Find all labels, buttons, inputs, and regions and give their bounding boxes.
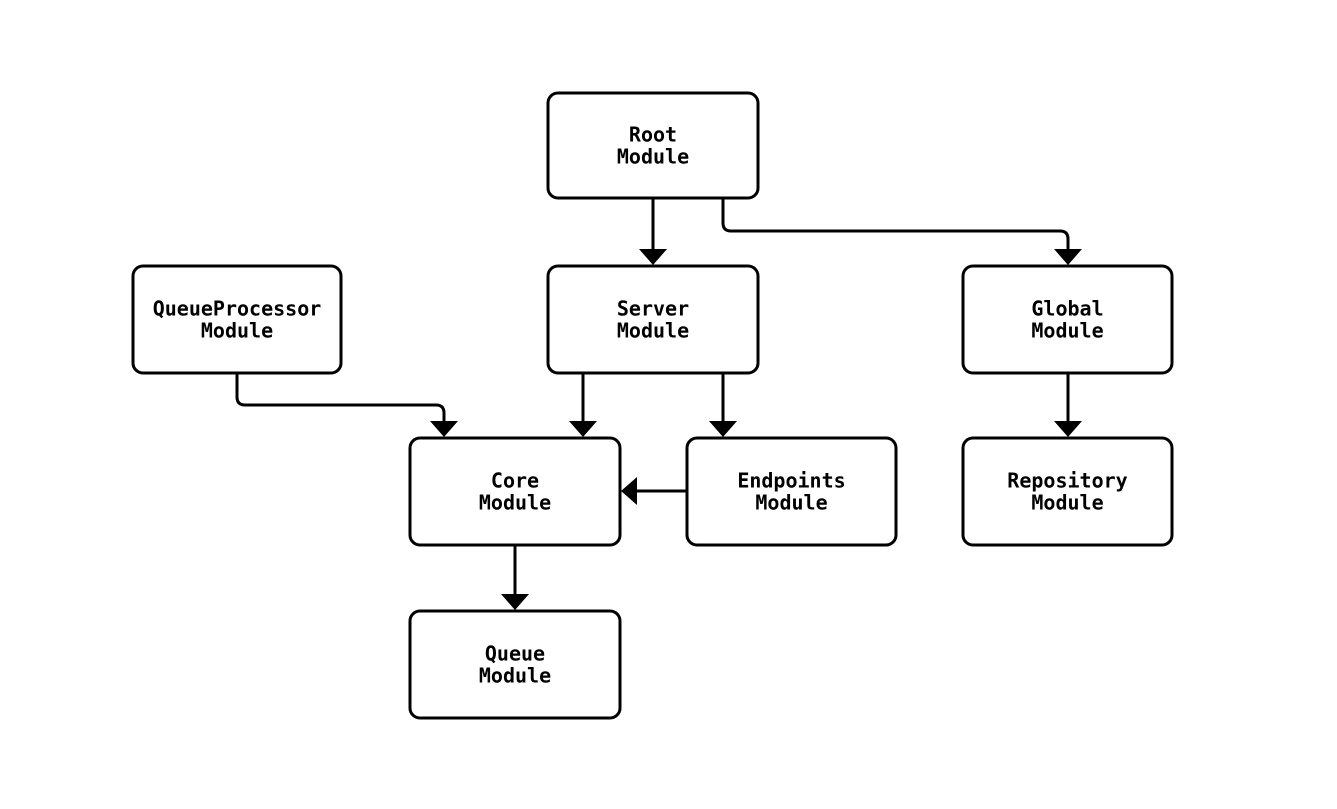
edge-queueprocessor-to-core	[235, 373, 458, 437]
node-box-repository	[961, 436, 1174, 547]
edges-layer	[235, 198, 1082, 610]
edge-root-to-global	[721, 198, 1082, 265]
node-box-root	[546, 91, 760, 200]
node-box-server	[546, 264, 760, 375]
node-box-endpoints	[685, 436, 898, 547]
node-box-core	[408, 436, 622, 547]
node-box-global	[961, 264, 1174, 375]
node-box-queueprocessor	[131, 264, 343, 375]
node-box-queue	[408, 609, 622, 720]
